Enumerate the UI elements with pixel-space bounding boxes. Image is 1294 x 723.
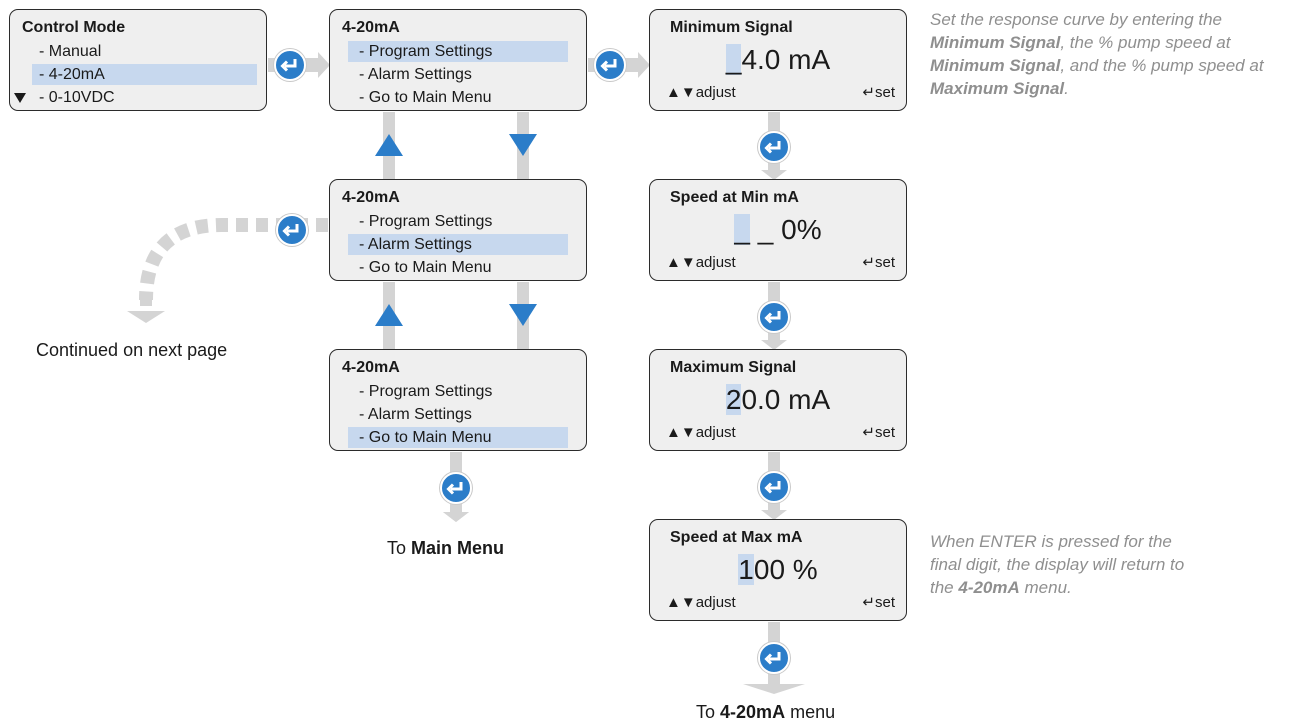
- menu-item-program-settings[interactable]: - Program Settings: [348, 41, 568, 62]
- to-word: To: [387, 538, 407, 558]
- enter-icon: [758, 301, 790, 333]
- response-curve-note: Set the response curve by entering the M…: [930, 8, 1290, 100]
- menu-item-alarm-settings[interactable]: - Alarm Settings: [359, 66, 472, 83]
- menu-item-main-menu[interactable]: - Go to Main Menu: [348, 427, 568, 448]
- set-hint: ↵set: [862, 424, 895, 441]
- down-arrow-icon: [509, 134, 537, 156]
- speed-at-max-screen: Speed at Max mA 100 % ▲▼adjust ↵set: [649, 519, 907, 621]
- set-hint: ↵set: [862, 594, 895, 611]
- edit-cursor: 1: [738, 554, 754, 585]
- setting-title: Speed at Min mA: [670, 189, 799, 206]
- enter-icon: [758, 471, 790, 503]
- minimum-signal-screen: Minimum Signal _4.0 mA ▲▼adjust ↵set: [649, 9, 907, 111]
- note-bold: Minimum Signal: [930, 56, 1061, 75]
- setting-value-text: 4.0 mA: [741, 44, 831, 75]
- enter-return-note: When ENTER is pressed for the final digi…: [930, 530, 1200, 599]
- menu-item-4-20ma[interactable]: - 4-20mA: [32, 64, 257, 85]
- control-mode-screen: Control Mode - Manual - 4-20mA - 0-10VDC: [9, 9, 267, 111]
- menu-item-0-10vdc[interactable]: - 0-10VDC: [39, 89, 115, 106]
- maximum-signal-screen: Maximum Signal 20.0 mA ▲▼adjust ↵set: [649, 349, 907, 451]
- set-hint: ↵set: [862, 84, 895, 101]
- note-bold: 4-20mA: [958, 578, 1020, 597]
- enter-icon: [276, 214, 308, 246]
- to-4-20ma-label: To 4-20mA menu: [696, 702, 835, 723]
- adjust-hint: ▲▼adjust: [666, 424, 736, 441]
- setting-value: 20.0 mA: [650, 384, 906, 416]
- note-text: Set the response curve by entering the: [930, 10, 1223, 29]
- setting-value-text: _ 0%: [749, 214, 822, 245]
- menu-item-program-settings[interactable]: - Program Settings: [359, 213, 493, 230]
- menu-item-main-menu[interactable]: - Go to Main Menu: [359, 89, 492, 106]
- menu-name-word: 4-20mA: [720, 702, 786, 722]
- setting-value: _ _ 0%: [650, 214, 906, 246]
- menu-item-manual[interactable]: - Manual: [39, 43, 102, 60]
- setting-value-text: 0.0 mA: [741, 384, 831, 415]
- setting-value: 100 %: [650, 554, 906, 586]
- set-hint: ↵set: [862, 254, 895, 271]
- enter-icon: [440, 472, 472, 504]
- scroll-down-icon: [14, 93, 26, 103]
- menu-title: 4-20mA: [342, 359, 400, 376]
- to-main-menu-label: To Main Menu: [387, 538, 504, 559]
- note-text: , the % pump speed at: [1060, 33, 1231, 52]
- note-text: When ENTER is pressed for the final digi…: [930, 532, 1185, 597]
- setting-title: Speed at Max mA: [670, 529, 803, 546]
- note-text: , and the % pump speed at: [1060, 56, 1264, 75]
- menu-screen-main: 4-20mA - Program Settings - Alarm Settin…: [329, 349, 587, 451]
- edit-cursor: _: [725, 44, 742, 75]
- edit-cursor: 2: [725, 384, 742, 415]
- note-bold: Maximum Signal: [930, 79, 1065, 98]
- menu-title: 4-20mA: [342, 19, 400, 36]
- menu-item-alarm-settings[interactable]: - Alarm Settings: [348, 234, 568, 255]
- enter-icon: [594, 49, 626, 81]
- note-bold: Minimum Signal: [930, 33, 1061, 52]
- note-text: .: [1064, 79, 1069, 98]
- enter-icon: [758, 131, 790, 163]
- speed-at-min-screen: Speed at Min mA _ _ 0% ▲▼adjust ↵set: [649, 179, 907, 281]
- menu-title: 4-20mA: [342, 189, 400, 206]
- control-mode-title: Control Mode: [22, 19, 126, 36]
- up-arrow-icon: [375, 134, 403, 156]
- down-arrow-icon: [509, 304, 537, 326]
- adjust-hint: ▲▼adjust: [666, 84, 736, 101]
- menu-item-main-menu[interactable]: - Go to Main Menu: [359, 259, 492, 276]
- up-arrow-icon: [375, 304, 403, 326]
- menu-item-program-settings[interactable]: - Program Settings: [359, 383, 493, 400]
- main-menu-word: Main Menu: [411, 538, 505, 558]
- menu-screen-program: 4-20mA - Program Settings - Alarm Settin…: [329, 9, 587, 111]
- to-word: To: [696, 702, 716, 722]
- setting-title: Minimum Signal: [670, 19, 793, 36]
- continued-label: Continued on next page: [36, 340, 228, 360]
- setting-value-text: 00 %: [753, 554, 818, 585]
- edit-cursor: _: [734, 214, 750, 245]
- enter-icon: [758, 642, 790, 674]
- enter-icon: [274, 49, 306, 81]
- note-text: menu.: [1019, 578, 1072, 597]
- menu-screen-alarm: 4-20mA - Program Settings - Alarm Settin…: [329, 179, 587, 281]
- setting-title: Maximum Signal: [670, 359, 797, 376]
- menu-word: menu: [790, 702, 836, 722]
- setting-value: _4.0 mA: [650, 44, 906, 76]
- adjust-hint: ▲▼adjust: [666, 594, 736, 611]
- menu-item-alarm-settings[interactable]: - Alarm Settings: [359, 406, 472, 423]
- adjust-hint: ▲▼adjust: [666, 254, 736, 271]
